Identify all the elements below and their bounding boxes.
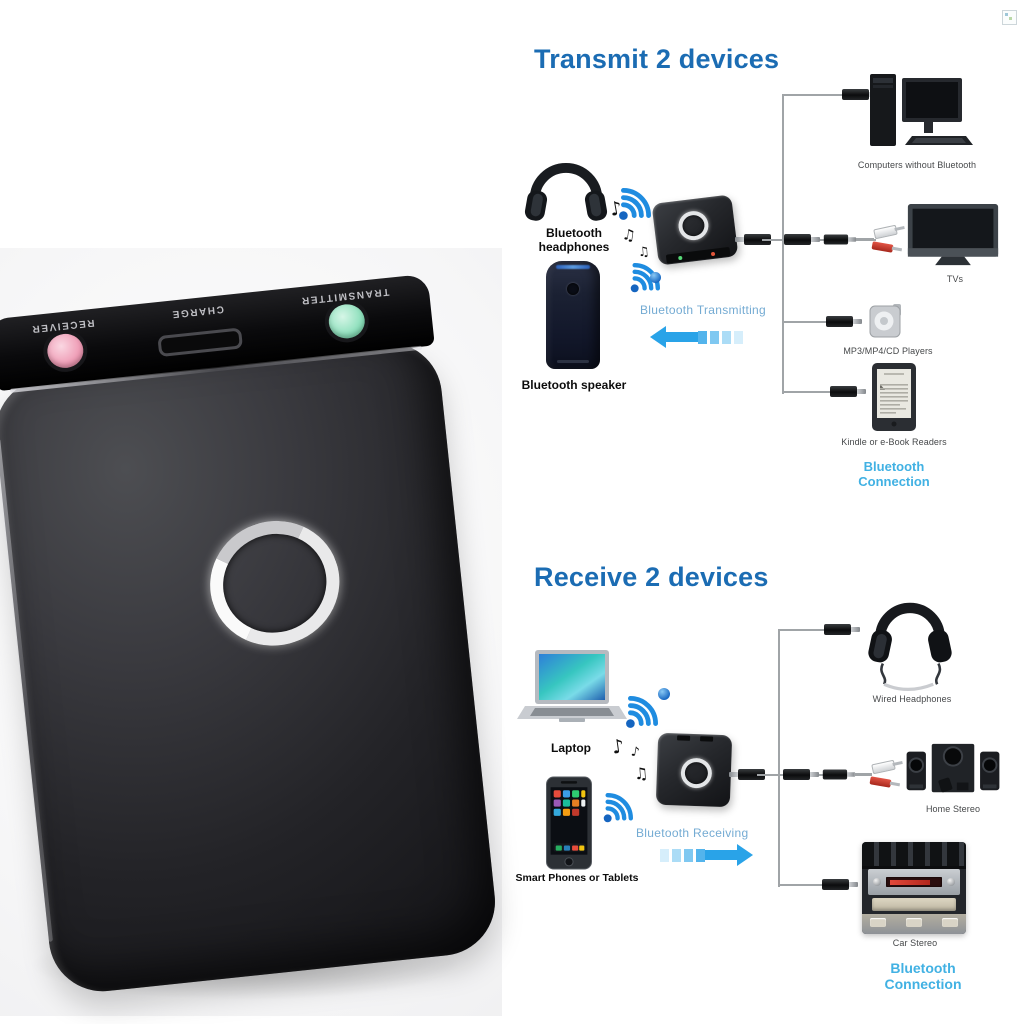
top-ports bbox=[668, 735, 721, 744]
arrow-left-icon bbox=[650, 326, 743, 348]
aux-plug-icon bbox=[784, 234, 820, 245]
aux-plug-icon bbox=[822, 769, 856, 780]
speaker-icon bbox=[546, 261, 600, 369]
receive-connection-label: Bluetooth Connection bbox=[884, 960, 962, 992]
charge-label: CHARGE bbox=[170, 303, 225, 320]
front-ports bbox=[665, 246, 731, 264]
bluetooth-transmitting-label: Bluetooth Transmitting bbox=[640, 303, 766, 317]
cable-line bbox=[782, 94, 844, 96]
transmit-connection-label: Bluetooth Connection bbox=[858, 459, 930, 489]
bluetooth-adapter-product: RECEIVER CHARGE TRANSMITTER bbox=[0, 273, 501, 997]
bluetooth-headphones-label: Bluetooth headphones bbox=[538, 226, 610, 254]
wired-headphones-icon bbox=[868, 602, 952, 692]
cable-line bbox=[782, 321, 828, 323]
cable-line bbox=[782, 94, 784, 394]
aux-plug-icon bbox=[823, 234, 857, 245]
wired-headphones-label: Wired Headphones bbox=[872, 694, 952, 704]
adapter-device-receive bbox=[655, 732, 733, 808]
smartphone-icon bbox=[546, 776, 592, 870]
transmitter-slot: TRANSMITTER bbox=[300, 286, 394, 343]
kindle-label: Kindle or e-Book Readers bbox=[841, 437, 947, 447]
bluetooth-speaker-label: Bluetooth speaker bbox=[521, 378, 627, 392]
tvs-label: TVs bbox=[946, 274, 964, 284]
ring-button bbox=[680, 757, 713, 789]
music-note: ♪ bbox=[629, 744, 641, 761]
aux-plug-icon bbox=[826, 316, 862, 327]
mp3-player-icon bbox=[869, 304, 901, 338]
aux-plug-icon bbox=[783, 769, 819, 780]
receiver-led-button bbox=[45, 332, 85, 370]
car-stereo-label: Car Stereo bbox=[892, 938, 938, 948]
bluetooth-signal-icon bbox=[603, 793, 633, 823]
adapter-front-face bbox=[0, 337, 501, 997]
transmitter-led-button bbox=[327, 302, 367, 341]
laptop-label: Laptop bbox=[551, 741, 591, 755]
arrow-right-icon bbox=[660, 844, 753, 866]
computers-label: Computers without Bluetooth bbox=[857, 160, 977, 170]
bluetooth-receiving-label: Bluetooth Receiving bbox=[636, 826, 749, 840]
rca-adapter-icon bbox=[854, 759, 908, 790]
car-stereo-icon bbox=[862, 842, 966, 934]
home-stereo-icon bbox=[906, 743, 1000, 793]
aux-plug-icon bbox=[830, 386, 866, 397]
music-note: ♫ bbox=[633, 763, 649, 784]
tv-icon bbox=[907, 204, 999, 266]
bluetooth-signal-icon bbox=[626, 696, 658, 728]
headphones-icon bbox=[524, 162, 608, 221]
multifunction-ring-button bbox=[192, 502, 358, 664]
broken-image-artifact bbox=[1002, 10, 1017, 25]
desktop-computer-icon bbox=[870, 74, 973, 146]
mp3-label: MP3/MP4/CD Players bbox=[843, 346, 933, 356]
cable-line bbox=[782, 391, 832, 393]
music-note: ♪ bbox=[610, 735, 626, 759]
ereader-icon bbox=[872, 363, 916, 431]
aux-plug-icon bbox=[822, 879, 858, 890]
cable-line bbox=[778, 629, 780, 887]
transmit-title: Transmit 2 devices bbox=[534, 44, 780, 74]
receiver-label: RECEIVER bbox=[30, 316, 96, 335]
micro-usb-port bbox=[157, 327, 244, 358]
home-stereo-label: Home Stereo bbox=[925, 804, 981, 814]
bluetooth-signal-icon bbox=[630, 263, 660, 293]
aux-plug-icon bbox=[824, 624, 860, 635]
bluetooth-signal-icon bbox=[619, 188, 651, 220]
bluetooth-dot bbox=[650, 272, 661, 283]
transmitter-label: TRANSMITTER bbox=[299, 285, 390, 307]
music-note: ♫ bbox=[620, 225, 637, 245]
ring-button bbox=[676, 209, 711, 242]
receiver-slot: RECEIVER bbox=[30, 317, 99, 371]
rca-adapter-icon bbox=[856, 224, 910, 255]
cable-line bbox=[778, 884, 824, 886]
charge-slot: CHARGE bbox=[155, 302, 244, 358]
bluetooth-dot bbox=[658, 688, 670, 700]
receive-title: Receive 2 devices bbox=[534, 562, 769, 592]
cable-line bbox=[778, 629, 826, 631]
smartphones-label: Smart Phones or Tablets bbox=[515, 872, 639, 884]
laptop-icon bbox=[517, 650, 627, 722]
